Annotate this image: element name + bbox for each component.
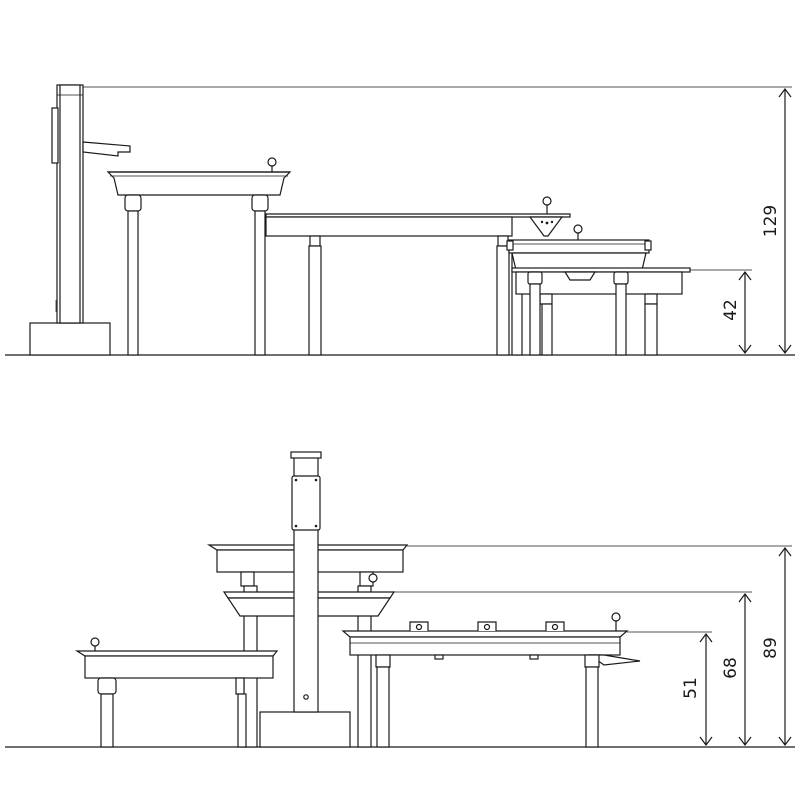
front-elevation: 51 68 89 — [5, 451, 795, 748]
dimension-label-42: 42 — [721, 299, 741, 321]
high-table — [106, 157, 292, 356]
dimension-lines — [83, 86, 792, 354]
low-table — [506, 224, 691, 356]
dimension-lines — [394, 545, 792, 746]
dimension-label-89: 89 — [761, 637, 781, 659]
mid-table — [265, 196, 571, 356]
water-post — [29, 84, 131, 356]
low-right-table — [341, 612, 641, 748]
dimension-label-51: 51 — [681, 677, 701, 699]
dimension-label-129: 129 — [761, 205, 781, 237]
water-post — [259, 451, 351, 748]
low-left-table — [74, 637, 279, 748]
side-elevation: 129 42 — [5, 84, 795, 356]
dimension-label-68: 68 — [721, 657, 741, 679]
